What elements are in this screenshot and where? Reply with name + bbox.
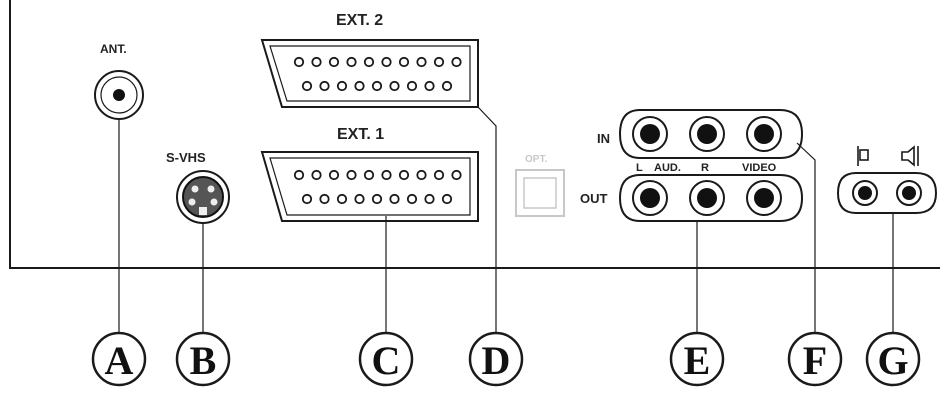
scart-ext2: EXT. 2 <box>260 12 479 108</box>
callout-letter: E <box>684 338 711 383</box>
callout-letter: A <box>105 338 134 383</box>
scart-pin <box>406 80 418 92</box>
scart-pin <box>441 80 453 92</box>
rca-out-left <box>632 180 668 216</box>
callout-c: C <box>358 331 414 387</box>
scart-pin <box>336 80 348 92</box>
scart-pin <box>311 56 322 68</box>
svhs-connector: S-VHS <box>166 150 230 224</box>
scart-pin <box>398 169 410 181</box>
scart-pin <box>433 56 445 68</box>
scart-pin <box>354 80 365 92</box>
scart-pin <box>336 193 348 205</box>
scart-pin <box>293 169 305 181</box>
scart-pin <box>301 193 313 205</box>
scart-pin <box>354 193 365 205</box>
callout-g: G <box>865 331 921 387</box>
rca-in-left <box>632 116 668 152</box>
rca-out-video <box>746 180 782 216</box>
scart-pin <box>416 56 427 68</box>
opt-label: OPT. <box>525 154 547 165</box>
callout-letter: C <box>372 338 401 383</box>
callout-a: A <box>91 331 147 387</box>
ext1-label: EXT. 1 <box>337 126 384 143</box>
scart-pin <box>311 169 322 181</box>
scart-pin <box>371 193 383 205</box>
rca-group: IN L AUD. R VIDEO OUT <box>580 109 804 222</box>
scart-pin <box>293 56 305 68</box>
ext2-pins <box>293 56 462 92</box>
scart-pin <box>301 80 313 92</box>
callout-d: D <box>468 331 524 387</box>
headphone-jacks <box>836 145 938 214</box>
ext1-pins <box>293 169 462 205</box>
aud-label: AUD. <box>654 162 681 174</box>
callout-letter: F <box>803 338 827 383</box>
aud-r-label: R <box>701 162 709 174</box>
panel-outline <box>9 0 940 269</box>
callout-letter: G <box>877 338 908 383</box>
scart-pin <box>389 80 400 92</box>
ant-label: ANT. <box>100 42 127 56</box>
scart-pin <box>319 193 330 205</box>
scart-pin <box>328 169 340 181</box>
callout-letter: B <box>190 338 217 383</box>
scart-pin <box>389 193 400 205</box>
out-label: OUT <box>580 191 608 206</box>
scart-ext1: EXT. 1 <box>260 126 479 222</box>
scart-pin <box>451 56 462 68</box>
svhs-label: S-VHS <box>166 150 206 165</box>
rca-in-right <box>689 116 725 152</box>
scart-pin <box>424 193 435 205</box>
scart-pin <box>451 169 462 181</box>
optical-connector: OPT. <box>515 154 565 217</box>
callout-f: F <box>787 331 843 387</box>
in-label: IN <box>597 131 610 146</box>
scart-pin <box>416 169 427 181</box>
leader-lines <box>118 106 894 333</box>
scart-pin <box>371 80 383 92</box>
ext2-label: EXT. 2 <box>336 12 383 29</box>
rca-in-video <box>746 116 782 152</box>
scart-pin <box>363 56 375 68</box>
scart-pin <box>328 56 340 68</box>
callout-letter: D <box>482 338 511 383</box>
scart-pin <box>363 169 375 181</box>
scart-pin <box>406 193 418 205</box>
callout-markers: A B C D E F G <box>91 331 921 387</box>
scart-pin <box>381 169 392 181</box>
speaker-icon <box>901 145 919 167</box>
aud-l-label: L <box>636 162 643 174</box>
scart-pin <box>319 80 330 92</box>
scart-pin <box>346 56 357 68</box>
scart-pin <box>346 169 357 181</box>
scart-pin <box>381 56 392 68</box>
rca-out-right <box>689 180 725 216</box>
scart-pin <box>398 56 410 68</box>
callout-e: E <box>669 331 725 387</box>
callout-b: B <box>175 331 231 387</box>
antenna-connector: ANT. <box>94 42 144 120</box>
scart-pin <box>433 169 445 181</box>
headphone-icon <box>857 146 869 166</box>
scart-pin <box>424 80 435 92</box>
scart-pin <box>441 193 453 205</box>
video-label: VIDEO <box>742 162 777 174</box>
